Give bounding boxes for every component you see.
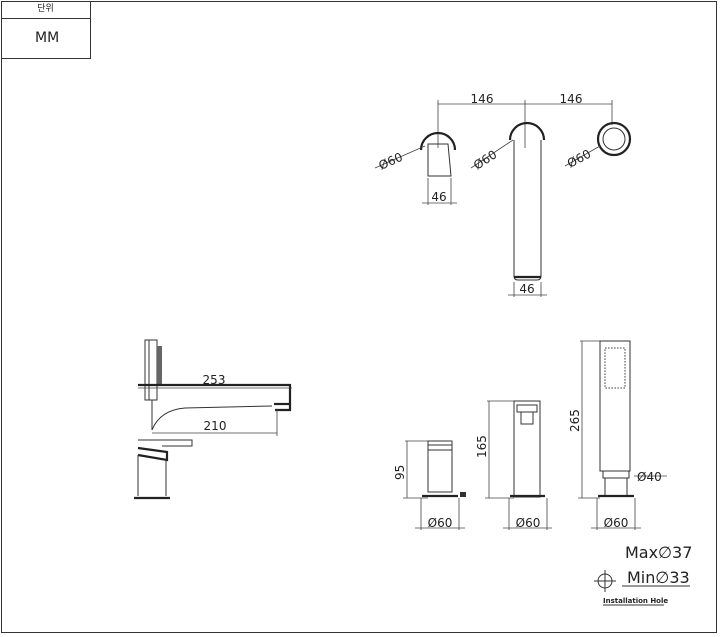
left-diam-leader	[374, 145, 426, 169]
hand-shower-head-icon	[157, 346, 162, 384]
front-views: 95 Ø60 165 Ø60	[393, 340, 667, 530]
spout-diam-leader	[470, 139, 514, 169]
shower-front: 265 Ø40 Ø60	[568, 340, 667, 530]
left-handle-escutcheon	[419, 131, 457, 151]
spacing-right-label: 146	[560, 92, 583, 106]
shower-hose-connector	[602, 470, 630, 479]
side-view: 253 210	[134, 339, 292, 500]
installation-hole: Max∅37 Min∅33 Installation Hole	[594, 543, 692, 606]
spout-height-label: 165	[475, 435, 489, 458]
valve-height-label: 95	[393, 465, 407, 480]
spout-width-label: 46	[519, 282, 534, 296]
valve-front: 95 Ø60	[393, 440, 466, 530]
spout-diam-label: Ø60	[516, 516, 541, 530]
unit-value: MM	[35, 30, 60, 46]
spout-escutcheon	[508, 121, 546, 141]
side-valve-cap	[137, 446, 169, 462]
spout-diam-label: Ø60	[471, 147, 499, 172]
hand-shower-body	[144, 339, 158, 401]
spout-front: 165 Ø60	[475, 400, 552, 530]
shower-diam-label: Ø60	[604, 516, 629, 530]
side-spout-top	[138, 383, 292, 412]
shower-holder-inner	[602, 127, 626, 151]
spout-body	[513, 140, 542, 281]
top-view: 146 146 46 Ø60 46 Ø60 Ø60	[374, 92, 632, 297]
hose-diam-label: Ø40	[637, 470, 662, 484]
spout-front-outlet	[516, 404, 538, 413]
unit-header: 단위	[1, 1, 90, 19]
side-spout-curve	[151, 405, 273, 431]
left-diam-label: Ø60	[377, 150, 405, 173]
shower-spray-face-icon	[604, 347, 626, 389]
installation-max-label: Max∅37	[625, 543, 692, 562]
valve-tick	[460, 492, 466, 497]
valve-body	[427, 449, 453, 493]
length-total-label: 253	[203, 373, 226, 387]
shower-height-label: 265	[568, 409, 582, 432]
left-width-label: 46	[431, 190, 446, 204]
shower-diam-leader	[564, 145, 601, 167]
shower-holder-body	[604, 477, 628, 497]
spout-front-body	[513, 400, 541, 498]
unit-box: 단위 MM	[1, 1, 91, 59]
valve-diam-label: Ø60	[428, 516, 453, 530]
length-reach-label: 210	[204, 419, 227, 433]
installation-min-label: Min∅33	[627, 568, 690, 587]
shower-diam-label: Ø60	[565, 147, 593, 171]
spout-front-aerator	[520, 411, 534, 425]
shower-front-body	[599, 340, 631, 472]
left-handle-lever	[427, 143, 452, 177]
spacing-left-label: 146	[471, 92, 494, 106]
installation-hole-label: Installation Hole	[603, 597, 668, 605]
side-lever	[138, 439, 193, 447]
shower-holder-outer	[596, 121, 632, 157]
